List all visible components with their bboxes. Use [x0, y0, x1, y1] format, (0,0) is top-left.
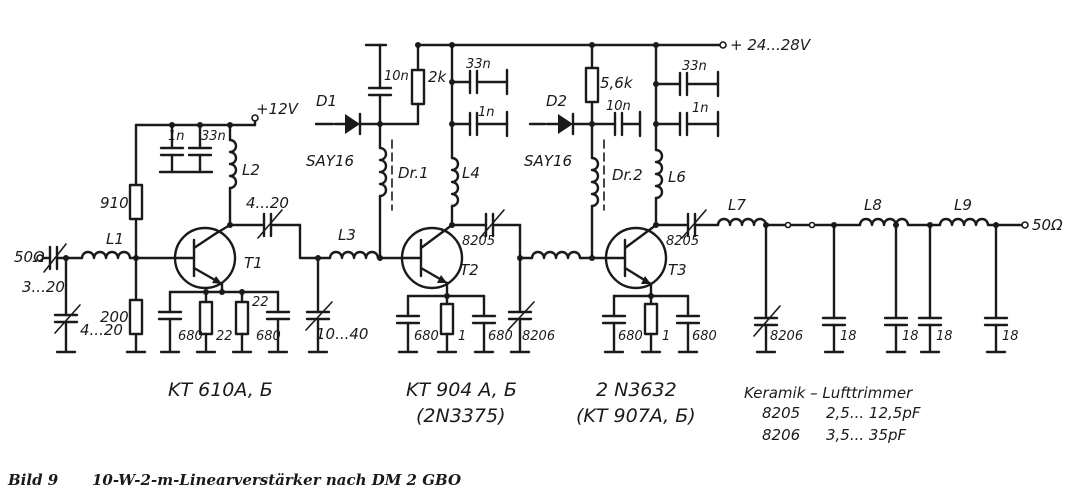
labels: 50Ω 3...20 4...20 L1 910 200 1n 33n +12V…	[7, 36, 1063, 489]
legend-row2-range: 3,5... 35pF	[826, 426, 907, 444]
label-d2-type: SAY16	[524, 152, 572, 170]
label-d1: D1	[316, 92, 337, 110]
inductor-l7	[716, 217, 768, 227]
label-l4: L4	[462, 164, 480, 182]
supply-24v-terminal	[719, 41, 727, 49]
label-l6: L6	[668, 168, 686, 186]
legend-row1-code: 8205	[762, 404, 800, 422]
diode-d1	[345, 114, 360, 134]
stage1	[125, 114, 302, 354]
stage3-alt-type: (KT 907A, Б)	[576, 405, 696, 427]
label-l2: L2	[242, 161, 260, 179]
inductor-l9	[938, 217, 990, 227]
label-c-8206-b: 8206	[770, 329, 803, 344]
resistor-1-a	[439, 302, 455, 336]
input-port-label: 50Ω	[14, 248, 45, 266]
inductor-l2	[228, 138, 238, 190]
label-c-18-d: 18	[1002, 329, 1019, 344]
resistor-2k	[410, 68, 426, 106]
label-c-1n-b: 1n	[478, 105, 495, 120]
label-c-10n-b: 10n	[606, 99, 631, 114]
label-r-1-b: 1	[662, 329, 670, 344]
label-r-2k: 2k	[428, 68, 448, 86]
resistor-910	[128, 183, 144, 221]
label-dr2: Dr.2	[612, 166, 643, 184]
label-r-5-6k: 5,6k	[600, 74, 634, 92]
stage3-type: 2 N3632	[596, 379, 677, 401]
stage2	[314, 41, 727, 354]
label-c-33n-b: 33n	[466, 57, 491, 72]
label-l7: L7	[728, 196, 746, 214]
label-c-1n-c: 1n	[692, 101, 709, 116]
stage1-type: KT 610A, Б	[168, 379, 273, 401]
label-supply-12v: +12V	[256, 100, 300, 118]
output-port-terminal[interactable]	[1021, 221, 1029, 229]
label-r-22-a: 22	[216, 329, 233, 344]
label-l1: L1	[106, 230, 124, 248]
label-c-8206-a: 8206	[522, 329, 555, 344]
label-c-680-a: 680	[178, 329, 203, 344]
diode-d2	[558, 114, 573, 134]
stage2-type: KT 904 A, Б	[406, 379, 517, 401]
label-r-22-b: 22	[252, 295, 269, 310]
transistor-t2[interactable]	[400, 226, 464, 290]
label-l3: L3	[338, 226, 356, 244]
inductor-l1	[80, 250, 132, 260]
inductor-l6	[654, 148, 664, 200]
label-d2: D2	[546, 92, 567, 110]
label-t1: T1	[244, 254, 263, 272]
transistor-t3[interactable]	[604, 226, 668, 290]
inductor-l3	[328, 250, 380, 260]
resistor-22-b	[234, 300, 250, 336]
label-c-4-20: 4...20	[246, 194, 289, 212]
label-c-18-a: 18	[840, 329, 857, 344]
label-c-10-40: 10...40	[316, 325, 368, 343]
stage2-alt-type: (2N3375)	[416, 405, 505, 427]
label-supply-24v: + 24...28V	[730, 36, 812, 54]
label-c-680-c: 680	[414, 329, 439, 344]
label-r-1-a: 1	[458, 329, 466, 344]
resistor-1-b	[643, 302, 659, 336]
label-t2: T2	[460, 261, 479, 279]
caption-number: Bild 9	[7, 471, 59, 489]
resistor-5-6k	[584, 66, 600, 104]
label-r-910: 910	[100, 194, 129, 212]
label-l8: L8	[864, 196, 882, 214]
label-t3: T3	[668, 261, 687, 279]
legend-row2-code: 8206	[762, 426, 800, 444]
label-c-33n-a: 33n	[201, 129, 226, 144]
label-r-200: 200	[100, 308, 129, 326]
label-c-680-f: 680	[692, 329, 717, 344]
label-c-18-b: 18	[902, 329, 919, 344]
legend-row1-range: 2,5... 12,5pF	[826, 404, 921, 422]
label-c-1n-a: 1n	[168, 129, 185, 144]
label-c-8205-a: 8205	[462, 234, 495, 249]
label-c-18-c: 18	[936, 329, 953, 344]
output-filter	[716, 217, 1029, 354]
inductor-l8	[858, 217, 910, 227]
caption-text: 10-W-2-m-Linearverstärker nach DM 2 GBO	[92, 471, 461, 489]
label-c-680-d: 680	[488, 329, 513, 344]
output-port-label: 50Ω	[1032, 216, 1063, 234]
label-l9: L9	[954, 196, 972, 214]
inductor-l4	[450, 156, 460, 208]
choke-dr1	[378, 146, 388, 198]
resistor-200	[128, 298, 144, 336]
label-c-10n-a: 10n	[384, 69, 409, 84]
label-c-in-shunt: 4...20	[80, 321, 123, 339]
choke-dr2	[590, 156, 600, 208]
label-c-in-trim: 3...20	[22, 278, 65, 296]
label-c-33n-c: 33n	[682, 59, 707, 74]
label-d1-type: SAY16	[306, 152, 354, 170]
stage3	[528, 42, 720, 354]
label-c-8205-b: 8205	[666, 234, 699, 249]
label-c-680-e: 680	[618, 329, 643, 344]
legend-title: Keramik – Lufttrimmer	[744, 384, 913, 402]
label-c-680-b: 680	[256, 329, 281, 344]
label-dr1: Dr.1	[398, 164, 429, 182]
